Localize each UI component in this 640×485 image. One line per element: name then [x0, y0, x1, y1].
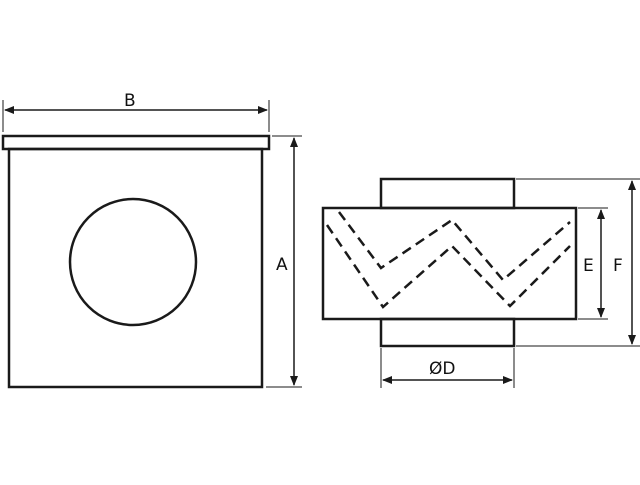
- side-body: [321, 206, 578, 321]
- dimension-b: [2, 100, 270, 132]
- front-body: [7, 147, 264, 389]
- dimension-e: [578, 207, 608, 320]
- dimension-e-label: E: [583, 256, 594, 276]
- side-bottom-spigot: [379, 317, 516, 348]
- dimension-d-label: ØD: [429, 359, 455, 379]
- dimension-f: [516, 178, 640, 347]
- side-top-spigot: [379, 177, 516, 210]
- front-view: [1, 134, 271, 389]
- hidden-baffle-lines: [325, 211, 571, 309]
- front-top-flange: [1, 134, 271, 151]
- baffle-zigzag-upper: [338, 211, 571, 282]
- dimension-f-label: F: [613, 256, 623, 276]
- front-outlet-circle: [68, 197, 198, 327]
- dimension-a: [266, 135, 302, 388]
- dimension-a-label: A: [276, 255, 288, 275]
- baffle-zigzag-lower: [325, 224, 571, 309]
- dimension-b-label: B: [124, 91, 136, 111]
- dimension-d: [380, 348, 515, 388]
- side-view: [321, 177, 578, 348]
